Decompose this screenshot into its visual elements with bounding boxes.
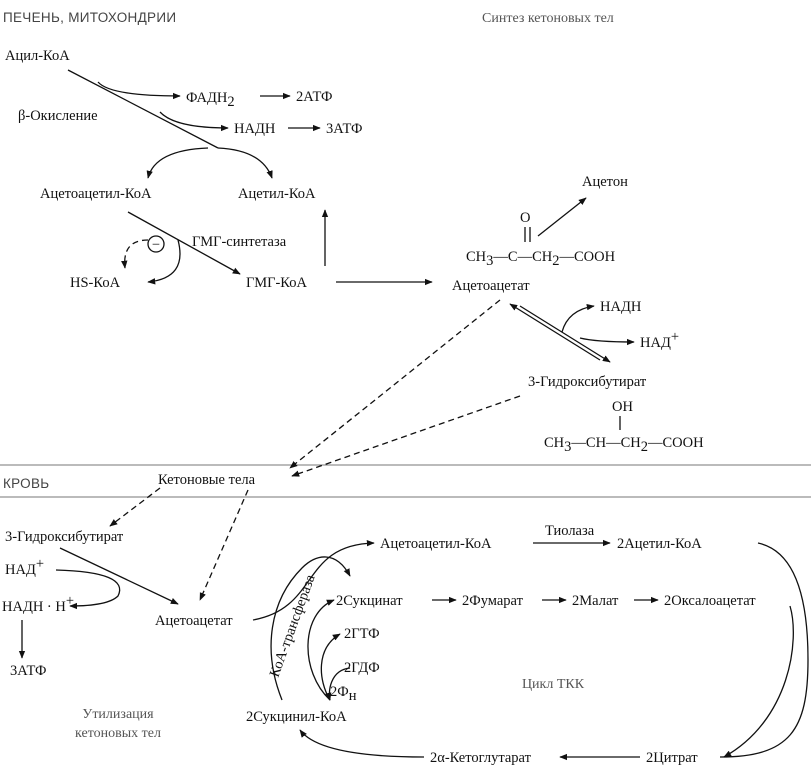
synthesis-title: Синтез кетоновых тел xyxy=(482,11,614,26)
gdp-branch-arrow xyxy=(325,667,351,701)
acetyl-coa-loop-line xyxy=(719,542,809,758)
inhibition-feedback-dashed-arrow xyxy=(121,239,149,269)
hs-coa-label: HS-КоА xyxy=(70,275,121,291)
utilization-title-line1: Утилизация xyxy=(82,707,154,722)
tca-cycle-label: Цикл ТКК xyxy=(522,677,585,692)
util-nadh-h-label: НАДН · Н+ xyxy=(2,593,74,615)
thiolase-label: Тиолаза xyxy=(545,523,595,539)
hydroxybutyrate-to-acetoacetate-arrow-util xyxy=(59,547,179,605)
hmg-synthesis-arrow xyxy=(127,211,241,275)
nad-plus-label: НАД+ xyxy=(640,329,679,351)
gtp2-label: 2ГТФ xyxy=(344,626,380,642)
nad-release-arrow xyxy=(579,337,635,346)
ketoglutarate2-label: 2α-Кетоглутарат xyxy=(430,750,532,766)
acetone-label: Ацетон xyxy=(582,174,628,190)
acetoacetate-to-hydroxybutyrate-arrow xyxy=(519,305,611,363)
succinyl-coa2-label: 2Сукцинил-КоА xyxy=(246,709,347,725)
hmg-synthetase-label: ГМГ-синтетаза xyxy=(192,234,287,250)
oxaloacetate2-label: 2Оксалоацетат xyxy=(664,593,756,609)
fadh-label: ФАДН2 xyxy=(186,90,235,110)
split-to-acetoacetyl-arrow xyxy=(146,147,209,179)
util-nad-plus-label: НАД+ xyxy=(5,556,44,578)
fadh-arrow xyxy=(97,81,181,100)
acetoacetate-formula: CH3—C—CH2—COOH xyxy=(466,249,616,269)
acetoacetyl-coa-label: Ацетоацетил-КоА xyxy=(40,186,152,202)
nad-to-nadh-arrow xyxy=(55,569,121,610)
hydroxybutyrate-to-blood-dashed-arrow xyxy=(291,395,521,477)
hydroxybutyrate-to-acetoacetate-arrow xyxy=(509,303,601,361)
inhibition-sign: − xyxy=(152,237,160,253)
acetyl-coa-label: Ацетил-КоА xyxy=(238,186,316,202)
atp3-label: 3АТФ xyxy=(326,121,362,137)
citrate2-label: 2Цитрат xyxy=(646,750,698,766)
utilization-title-line2: кетоновых тел xyxy=(75,726,161,741)
split-to-acetyl-arrow xyxy=(217,147,273,179)
fumarate2-label: 2Фумарат xyxy=(462,593,524,609)
succinyl-to-succinate-arrow xyxy=(307,599,335,701)
acyl-coa-label: Ацил-КоА xyxy=(5,48,70,64)
oxaloacetate-to-citrate-arrow xyxy=(723,605,794,758)
ketone-bodies-label: Кетоновые тела xyxy=(158,472,256,488)
util-atp3-label: 3АТФ xyxy=(10,663,46,679)
atp2-label: 2АТФ xyxy=(296,89,332,105)
nadh-arrow xyxy=(159,111,229,132)
util-acetoacetyl-coa-label: Ацетоацетил-КоА xyxy=(380,536,492,552)
hmg-coa-label: ГМГ-КоА xyxy=(246,275,307,291)
nadh-label: НАДН xyxy=(234,121,276,137)
succinate2-label: 2Сукцинат xyxy=(336,593,403,609)
blood-title: КРОВЬ xyxy=(3,476,49,491)
hs-coa-release-arrow xyxy=(147,239,181,285)
beta-oxidation-line xyxy=(67,69,219,149)
nadh-consumption-arrow xyxy=(561,303,595,333)
inhibition-circle xyxy=(147,235,165,253)
oxygen-atom: O xyxy=(520,210,530,226)
phosphate2-label: 2Фн xyxy=(330,684,357,704)
liver-mitochondria-title: ПЕЧЕНЬ, МИТОХОНДРИИ xyxy=(3,10,176,25)
blood-to-acetoacetate-dashed-arrow xyxy=(199,489,249,601)
util-hydroxybutyrate-label: 3-Гидроксибутират xyxy=(5,529,124,545)
succinyl-coa-to-succinate-curve xyxy=(270,556,351,701)
blood-to-hydroxybutyrate-dashed-arrow xyxy=(109,487,161,527)
malate2-label: 2Малат xyxy=(572,593,619,609)
hydroxyl-group: OH xyxy=(612,399,633,415)
gdp2-label: 2ГДФ xyxy=(344,660,380,676)
acetyl-coa2-label: 2Ацетил-КоА xyxy=(617,536,702,552)
coa-transferase-arrow xyxy=(252,540,375,621)
nadh-label-2: НАДН xyxy=(600,299,642,315)
hydroxybutyrate-formula: CH3—CH—CH2—COOH xyxy=(544,435,704,455)
util-acetoacetate-label: Ацетоацетат xyxy=(155,613,233,629)
acetoacetate-to-blood-dashed-arrow xyxy=(289,299,501,469)
hydroxybutyrate-label: 3-Гидроксибутират xyxy=(528,374,647,390)
acetoacetate-to-acetone-arrow xyxy=(537,197,587,237)
acetoacetate-label: Ацетоацетат xyxy=(452,278,530,294)
beta-oxidation-label: β-Окисление xyxy=(18,108,98,124)
ketoglutarate-to-succinyl-arrow xyxy=(299,729,425,758)
